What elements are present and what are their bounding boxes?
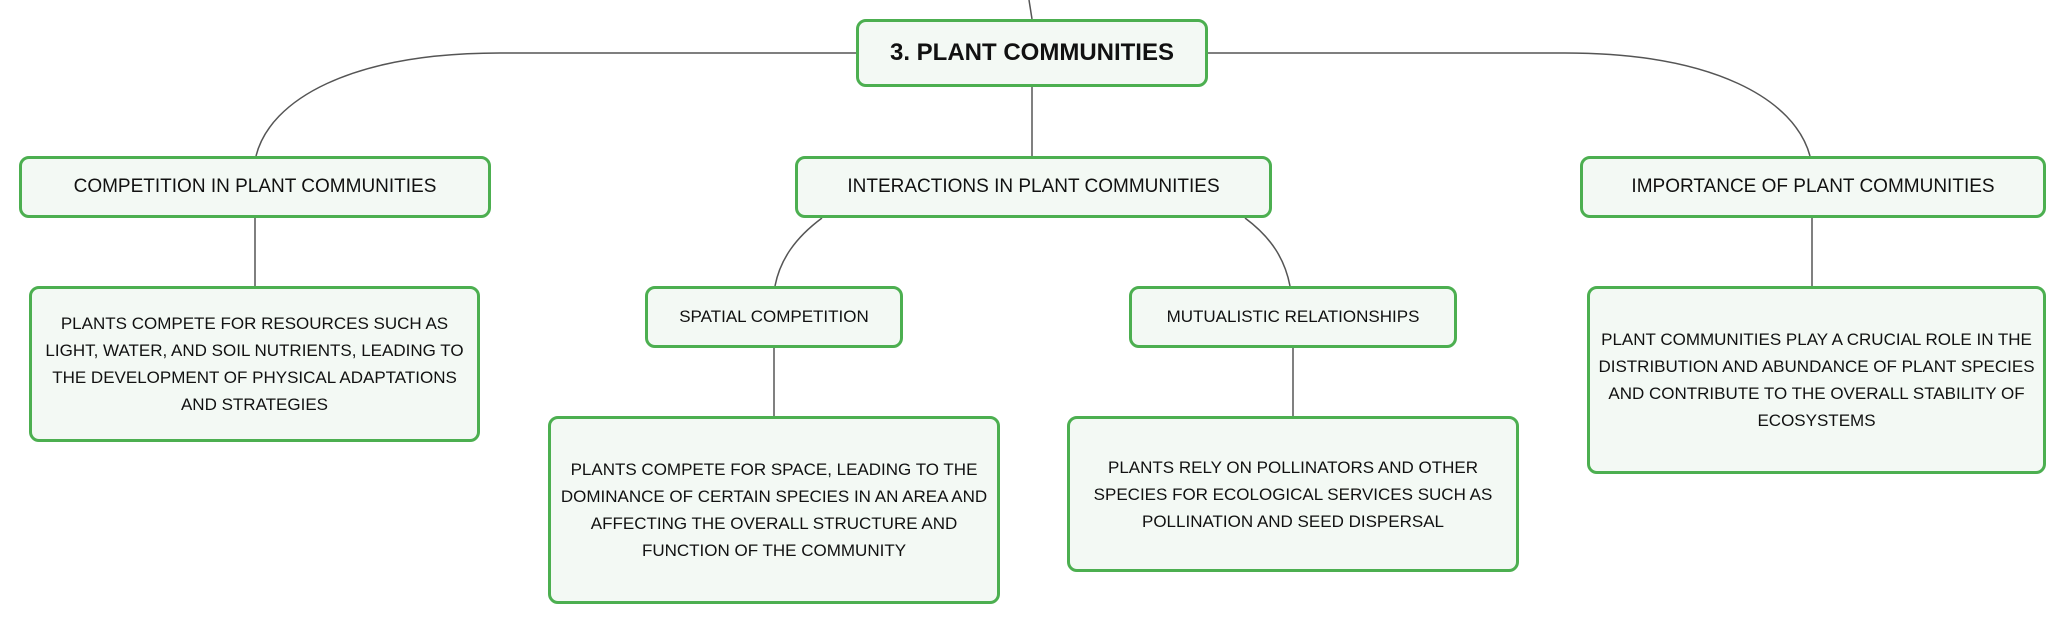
- connector-root-to-importance: [1208, 52, 1811, 157]
- detail-competition[interactable]: PLANTS COMPETE FOR RESOURCES SUCH AS LIG…: [29, 286, 480, 442]
- connector-parent-to-root: [1028, 0, 1033, 20]
- connector-interactions-to-mutual: [1244, 217, 1291, 287]
- root-node[interactable]: 3. PLANT COMMUNITIES: [856, 19, 1208, 87]
- subtopic-mutualistic-relationships[interactable]: MUTUALISTIC RELATIONSHIPS: [1129, 286, 1457, 348]
- detail-spatial-competition[interactable]: PLANTS COMPETE FOR SPACE, LEADING TO THE…: [548, 416, 1000, 604]
- topic-interactions[interactable]: INTERACTIONS IN PLANT COMMUNITIES: [795, 156, 1272, 218]
- topic-competition[interactable]: COMPETITION IN PLANT COMMUNITIES: [19, 156, 491, 218]
- subtopic-spatial-competition[interactable]: SPATIAL COMPETITION: [645, 286, 903, 348]
- detail-mutualistic-relationships[interactable]: PLANTS RELY ON POLLINATORS AND OTHER SPE…: [1067, 416, 1519, 572]
- detail-importance[interactable]: PLANT COMMUNITIES PLAY A CRUCIAL ROLE IN…: [1587, 286, 2046, 474]
- connector-root-to-competition: [255, 52, 856, 157]
- topic-importance[interactable]: IMPORTANCE OF PLANT COMMUNITIES: [1580, 156, 2046, 218]
- connector-interactions-to-spatial: [774, 217, 823, 287]
